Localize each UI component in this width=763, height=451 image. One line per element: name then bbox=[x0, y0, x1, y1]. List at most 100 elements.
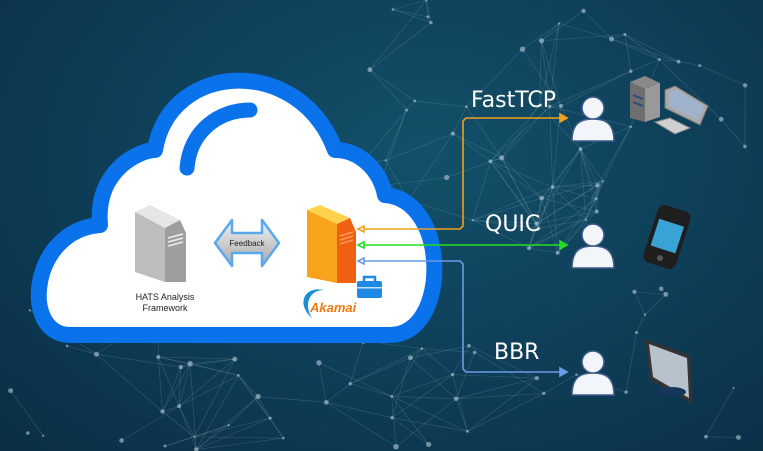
network-node bbox=[384, 159, 388, 162]
network-link bbox=[549, 70, 631, 107]
network-link bbox=[624, 34, 660, 60]
analysis-label-line1: HATS Analysis bbox=[135, 292, 195, 302]
network-link bbox=[580, 148, 587, 220]
network-node bbox=[467, 343, 471, 348]
network-link bbox=[391, 374, 453, 419]
network-link bbox=[408, 133, 454, 201]
network-link bbox=[178, 375, 239, 407]
cloud-highlight-arc bbox=[179, 102, 258, 176]
network-link bbox=[528, 211, 597, 249]
network-link bbox=[455, 398, 468, 432]
network-node bbox=[282, 436, 285, 440]
network-link bbox=[580, 148, 604, 182]
network-link bbox=[528, 198, 597, 249]
network-link bbox=[162, 411, 195, 438]
network-link bbox=[597, 126, 632, 186]
network-link bbox=[630, 59, 660, 72]
network-link bbox=[611, 38, 679, 62]
user-icon-bbr bbox=[571, 350, 615, 396]
network-link bbox=[395, 398, 457, 448]
network-link bbox=[452, 133, 491, 162]
protocol-label-bbr: BBR bbox=[494, 340, 540, 365]
network-link bbox=[196, 424, 229, 450]
network-node bbox=[743, 144, 747, 149]
network-node bbox=[193, 435, 196, 438]
network-link bbox=[472, 197, 542, 221]
network-link bbox=[391, 396, 397, 447]
network-link bbox=[158, 356, 239, 376]
network-link bbox=[178, 363, 191, 407]
network-link bbox=[539, 23, 560, 105]
network-node bbox=[547, 104, 552, 109]
network-link bbox=[549, 23, 560, 107]
network-link bbox=[326, 402, 397, 448]
network-link bbox=[452, 106, 467, 134]
network-node bbox=[391, 8, 395, 11]
network-link bbox=[585, 181, 604, 220]
network-link bbox=[552, 186, 597, 200]
network-link bbox=[501, 106, 550, 159]
network-link bbox=[541, 197, 597, 212]
network-node bbox=[634, 330, 638, 335]
network-link bbox=[538, 219, 586, 229]
network-node bbox=[557, 22, 561, 25]
network-link bbox=[541, 40, 551, 107]
network-node bbox=[163, 444, 167, 448]
network-node bbox=[594, 209, 599, 214]
network-node bbox=[393, 443, 399, 450]
network-link bbox=[467, 393, 545, 432]
network-node bbox=[93, 351, 99, 357]
network-node bbox=[420, 347, 424, 350]
network-link bbox=[452, 345, 470, 375]
network-link bbox=[196, 417, 271, 450]
network-node bbox=[232, 356, 238, 362]
network-node bbox=[735, 434, 741, 440]
network-node bbox=[413, 99, 417, 103]
network-link bbox=[552, 184, 598, 188]
network-link bbox=[528, 186, 553, 249]
network-link bbox=[659, 59, 679, 62]
analysis-label-line2: Framework bbox=[142, 303, 188, 313]
network-node bbox=[407, 355, 413, 361]
network-link bbox=[392, 9, 432, 23]
network-node bbox=[237, 374, 240, 377]
network-node bbox=[426, 441, 432, 448]
network-link bbox=[490, 106, 550, 162]
feedback-arrow[interactable] bbox=[213, 218, 281, 268]
network-link bbox=[501, 104, 540, 159]
network-node bbox=[390, 415, 394, 420]
network-link bbox=[350, 348, 423, 385]
network-node bbox=[160, 409, 165, 414]
connection-fasttcp bbox=[356, 112, 569, 234]
network-node bbox=[542, 391, 546, 396]
network-link bbox=[536, 211, 597, 224]
network-link bbox=[541, 40, 562, 107]
network-link bbox=[391, 396, 468, 432]
network-link bbox=[705, 436, 739, 438]
network-link bbox=[157, 356, 180, 407]
network-node bbox=[499, 155, 505, 161]
network-link bbox=[536, 148, 581, 224]
network-link bbox=[190, 363, 239, 376]
network-link bbox=[560, 70, 631, 107]
network-node bbox=[8, 388, 14, 394]
network-link bbox=[238, 375, 284, 439]
network-link bbox=[66, 345, 97, 355]
network-node bbox=[658, 58, 661, 61]
network-link bbox=[425, 0, 432, 23]
network-link bbox=[585, 198, 597, 220]
network-node bbox=[450, 372, 455, 377]
network-node bbox=[578, 147, 583, 151]
network-link bbox=[391, 348, 423, 397]
network-link bbox=[634, 291, 646, 315]
network-link bbox=[472, 186, 553, 221]
user-icon-quic bbox=[571, 223, 615, 269]
akamai-logo-swoosh bbox=[303, 289, 324, 318]
network-link bbox=[350, 357, 411, 385]
network-link bbox=[194, 436, 284, 439]
connection-bbr bbox=[356, 256, 569, 378]
network-link bbox=[490, 160, 553, 188]
network-link bbox=[602, 126, 632, 182]
network-node bbox=[584, 218, 587, 221]
network-node bbox=[581, 8, 586, 14]
